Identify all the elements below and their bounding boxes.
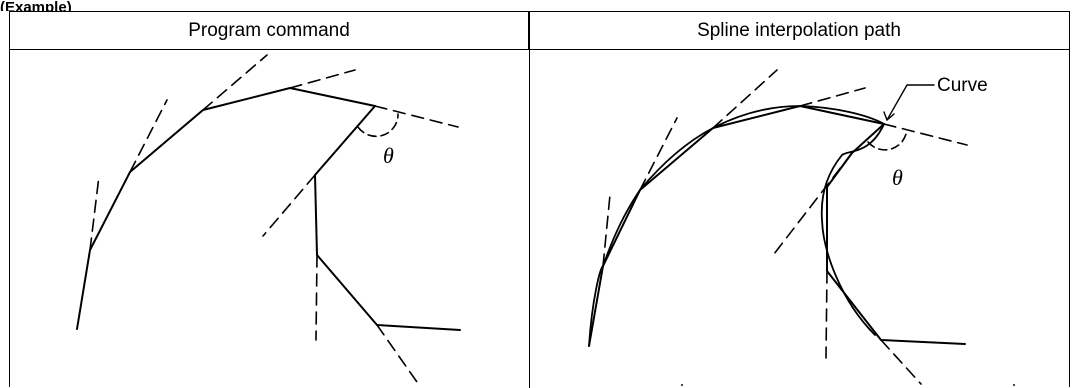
command-path-upper bbox=[76, 87, 461, 331]
curve-label: Curve bbox=[937, 75, 988, 96]
program-command-panel bbox=[76, 54, 461, 383]
angle-theta-label-left: θ bbox=[383, 143, 394, 168]
comparison-table: Program command Spline interpolation pat… bbox=[9, 11, 1070, 388]
spline-tangent-ext-2 bbox=[639, 117, 678, 191]
tangent-ext-4 bbox=[289, 69, 356, 89]
spline-path-panel bbox=[588, 69, 968, 385]
angle-arc-right bbox=[867, 133, 907, 151]
command-path-right bbox=[588, 105, 966, 347]
tangent-ext-2 bbox=[129, 99, 168, 173]
tangent-ext-5 bbox=[374, 105, 459, 128]
tangent-ext-6 bbox=[262, 174, 316, 237]
column-header-program-command: Program command bbox=[10, 12, 529, 50]
tangent-ext-1 bbox=[89, 175, 100, 251]
spline-curve bbox=[588, 105, 885, 347]
figure-caption: (Example) bbox=[0, 0, 72, 11]
spline-tangent-ext-6 bbox=[773, 152, 853, 255]
spline-tangent-ext-4 bbox=[799, 87, 866, 107]
spline-tangent-ext-7 bbox=[825, 270, 828, 359]
curve-callout-arrowhead bbox=[883, 111, 895, 121]
spline-tangent-ext-8 bbox=[880, 339, 922, 385]
curve-callout-leader bbox=[886, 84, 935, 121]
spline-tangent-ext-1 bbox=[602, 194, 611, 267]
column-header-spline-path: Spline interpolation path bbox=[529, 12, 1069, 50]
tangent-ext-8 bbox=[376, 324, 418, 383]
tangent-ext-3 bbox=[202, 54, 268, 111]
spline-tangent-ext-3 bbox=[712, 69, 778, 129]
angle-theta-label-right: θ bbox=[892, 165, 903, 190]
column-divider bbox=[529, 12, 530, 388]
tangent-ext-7 bbox=[315, 254, 318, 341]
angle-arc-left bbox=[357, 113, 399, 138]
spline-tangent-ext-5 bbox=[883, 123, 968, 146]
